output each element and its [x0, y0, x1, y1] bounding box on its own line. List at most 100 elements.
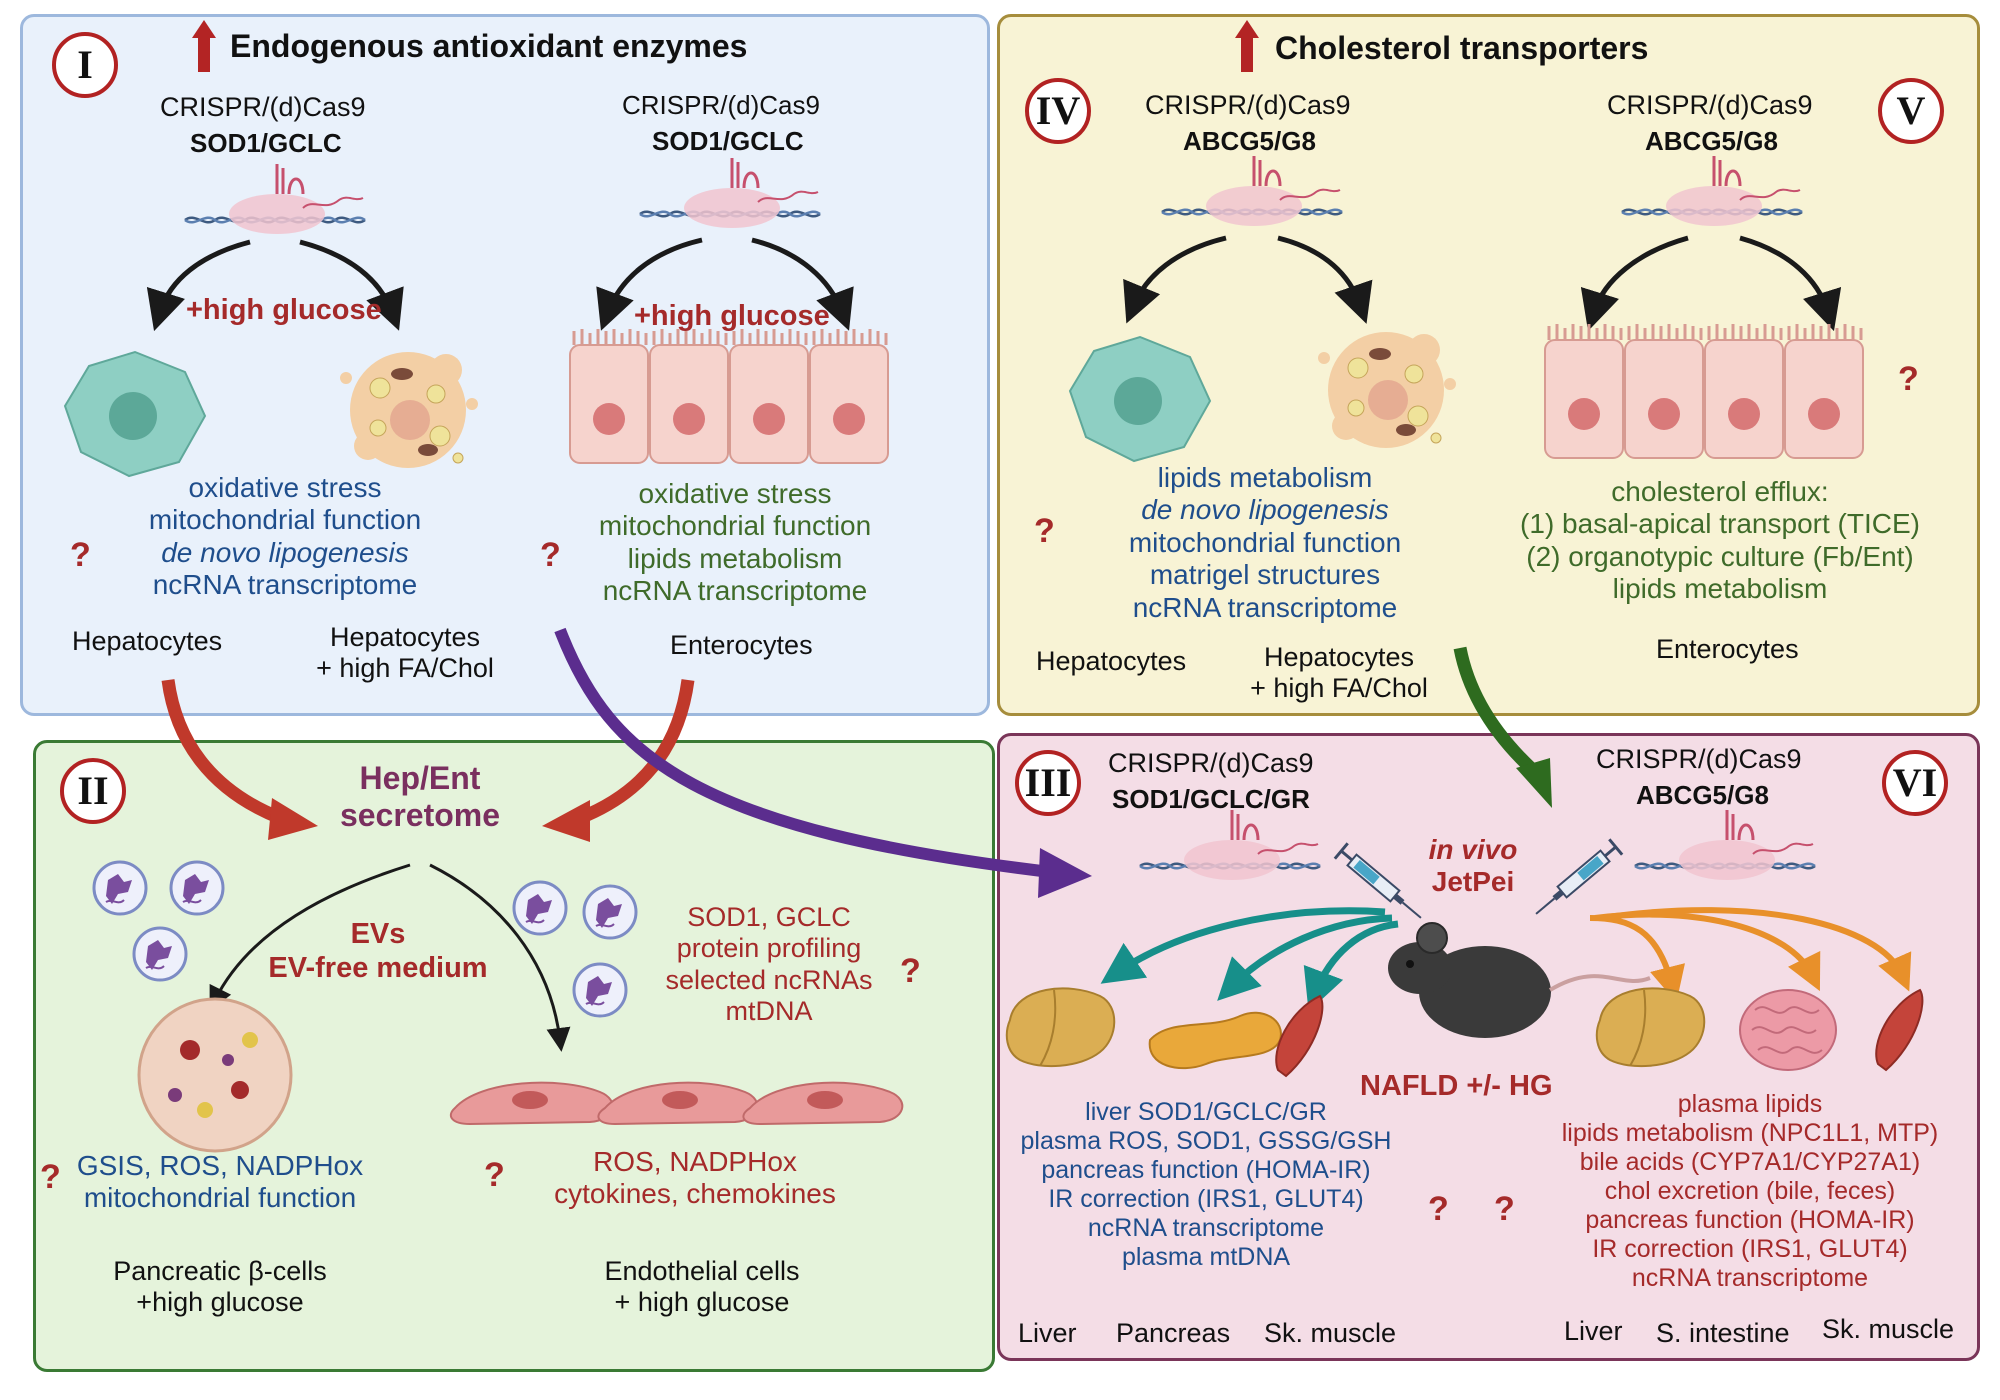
question-mark: ?: [1494, 1190, 1515, 1228]
in-vivo-arrow: [1453, 646, 1540, 777]
branch-arrow: [209, 863, 411, 1011]
organ-arrow: [1100, 907, 1386, 984]
branch-arrow: [146, 239, 251, 332]
syringe-icon: [1528, 837, 1624, 924]
organ-label: Sk. muscle: [1822, 1314, 1955, 1344]
cell-type-label: Endothelial cells+ high glucose: [604, 1256, 800, 1318]
cell-type-label: Hepatocytes+ high FA/Chol: [1250, 642, 1428, 704]
crispr-dna-icon: [1620, 154, 1804, 228]
crispr-dna-icon: [1160, 154, 1344, 228]
numeral-badge: II: [60, 758, 126, 824]
up-arrow-icon: [1235, 20, 1259, 72]
organ-label: Pancreas: [1116, 1318, 1231, 1348]
cell-type-label: Hepatocytes: [1036, 646, 1187, 676]
crispr-label: CRISPR/(d)Cas9: [160, 92, 366, 122]
branch-arrow: [1123, 235, 1227, 324]
numeral-badge: III: [1015, 750, 1081, 816]
target-gene-label: ABCG5/G8: [1636, 780, 1769, 810]
target-gene-label: SOD1/GCLC: [652, 126, 804, 156]
target-gene-label: SOD1/GCLC: [190, 128, 342, 158]
beta-cell-islet-icon: [137, 997, 293, 1153]
organ-label: S. intestine: [1656, 1318, 1790, 1348]
crispr-label: CRISPR/(d)Cas9: [1145, 90, 1351, 120]
liver-icon: [1005, 987, 1116, 1068]
pancreas-icon: [1148, 1011, 1282, 1070]
question-mark: ?: [1898, 360, 1919, 398]
fatty-hepatocyte-icon: [1317, 331, 1457, 449]
crispr-label: CRISPR/(d)Cas9: [1596, 744, 1802, 774]
crispr-dna-icon: [638, 156, 822, 230]
enterocyte-layer-icon: [1543, 322, 1865, 460]
condition-label: +high glucose: [634, 300, 830, 332]
numeral-badge: VI: [1882, 750, 1948, 816]
branch-arrow: [1739, 235, 1842, 332]
readout-list: cholesterol efflux:(1) basal-apical tran…: [1520, 476, 1920, 605]
panel-title: Endogenous antioxidant enzymes: [230, 28, 748, 64]
organ-arrow: [1217, 914, 1393, 1001]
intestine-icon: [1739, 989, 1837, 1071]
question-mark: ?: [484, 1156, 505, 1194]
cell-type-label: Hepatocytes+ high FA/Chol: [316, 622, 494, 684]
organ-label: Sk. muscle: [1264, 1318, 1397, 1348]
enterocyte-layer-icon: [568, 327, 890, 465]
hepatocyte-icon: [1069, 336, 1211, 462]
branch-arrow: [1277, 235, 1373, 324]
crispr-label: CRISPR/(d)Cas9: [622, 90, 820, 120]
in-vivo-arrow: [554, 627, 1051, 878]
crispr-dna-icon: [1138, 808, 1322, 882]
question-mark: ?: [900, 952, 921, 990]
crispr-label: CRISPR/(d)Cas9: [1108, 748, 1314, 778]
crispr-label: CRISPR/(d)Cas9: [1607, 90, 1813, 120]
organ-arrow: [1599, 907, 1912, 992]
organ-label: Liver: [1564, 1316, 1623, 1346]
organ-label: Liver: [1018, 1318, 1077, 1348]
target-gene-label: ABCG5/G8: [1183, 126, 1316, 156]
organ-arrow: [1303, 920, 1399, 1012]
target-gene-label: SOD1/GCLC/GR: [1112, 784, 1310, 814]
branch-arrow: [429, 863, 571, 1052]
question-mark: ?: [1034, 512, 1055, 550]
cell-type-label: Hepatocytes: [72, 626, 223, 656]
numeral-badge: IV: [1025, 78, 1091, 144]
cell-type-label: Pancreatic β-cells+high glucose: [113, 1256, 327, 1318]
mouse-icon: [1388, 922, 1651, 1038]
muscle-icon: [1275, 995, 1324, 1077]
condition-label: +high glucose: [186, 294, 382, 326]
branch-arrow: [1580, 235, 1689, 332]
hepatocyte-icon: [64, 351, 206, 477]
crispr-dna-icon: [1633, 808, 1817, 882]
muscle-icon: [1875, 989, 1924, 1071]
panel-title: Cholesterol transporters: [1275, 30, 1649, 66]
crispr-dna-icon: [183, 162, 367, 236]
cell-type-label: Enterocytes: [670, 630, 813, 660]
target-gene-label: ABCG5/G8: [1645, 126, 1778, 156]
endothelial-cells-icon: [450, 1081, 904, 1126]
cell-type-label: Enterocytes: [1656, 634, 1799, 664]
question-mark: ?: [1428, 1190, 1449, 1228]
fatty-hepatocyte-icon: [339, 351, 479, 469]
liver-icon: [1595, 987, 1706, 1068]
question-mark: ?: [40, 1158, 61, 1196]
branch-arrow: [596, 237, 703, 331]
secretome-arrow: [161, 679, 283, 825]
question-mark: ?: [540, 536, 561, 574]
readout-list: lipids metabolism de novo lipogenesis mi…: [1128, 462, 1402, 623]
question-mark: ?: [70, 536, 91, 574]
up-arrow-icon: [192, 20, 216, 72]
branch-arrow: [299, 239, 404, 331]
numeral-badge: I: [52, 32, 118, 98]
numeral-badge: V: [1878, 78, 1944, 144]
branch-arrow: [751, 237, 854, 331]
model-label: NAFLD +/- HG: [1360, 1070, 1553, 1102]
